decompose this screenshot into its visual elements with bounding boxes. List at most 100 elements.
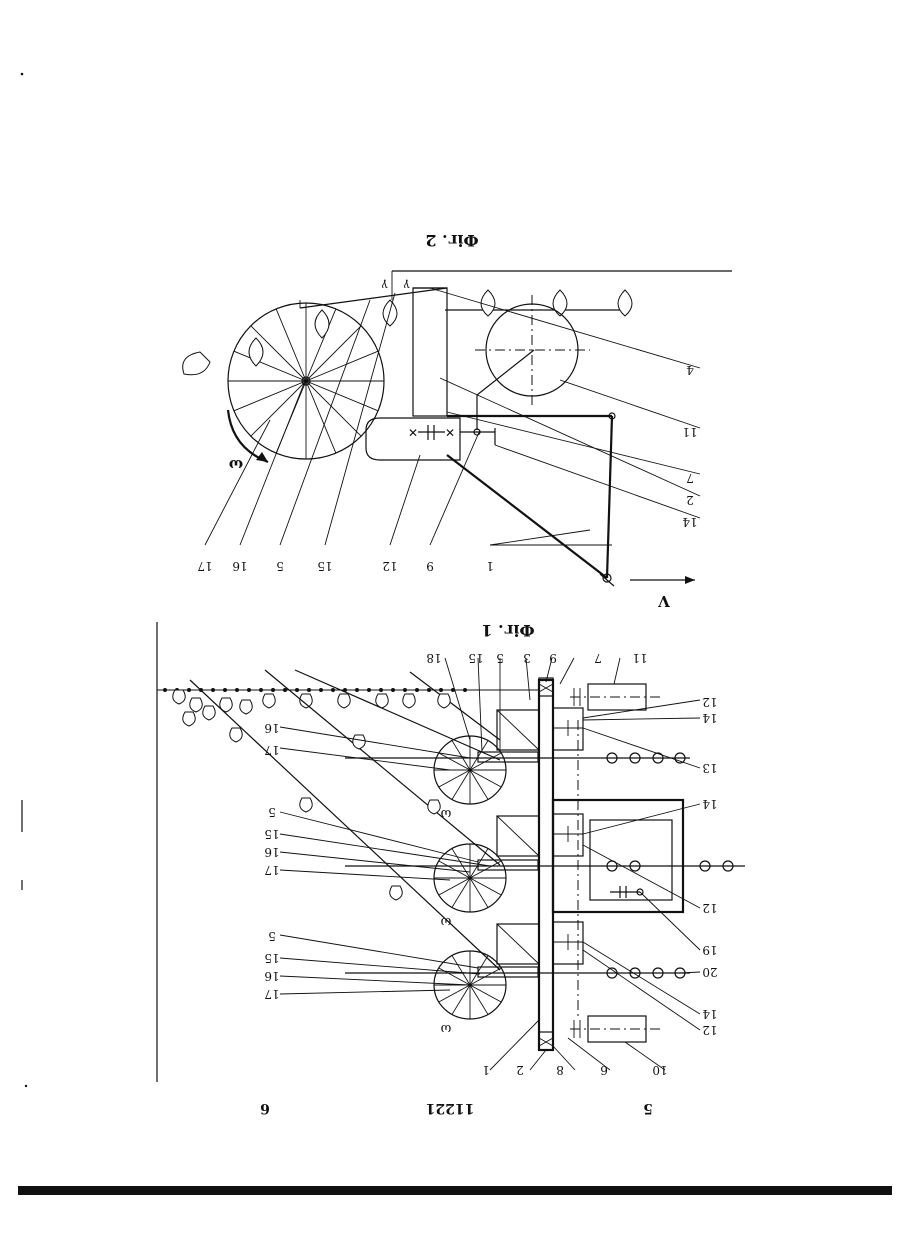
fig1-label-10: 10 <box>652 1063 667 1077</box>
rotor-middle: ω <box>434 844 538 929</box>
row-dot <box>367 688 371 692</box>
row-dot <box>259 688 263 692</box>
fig2-label-7: 7 <box>686 471 694 485</box>
fig2-label-17: 17 <box>197 559 212 573</box>
scan-speck <box>25 1085 27 1087</box>
row-dot <box>295 688 299 692</box>
row-dot <box>415 688 419 692</box>
rotor-top: ω <box>434 736 538 821</box>
row-dot <box>235 688 239 692</box>
fig1-label-20: 20 <box>702 965 717 979</box>
page-number-row: 5 11221 6 <box>260 1100 653 1116</box>
fig1-label-15-top: 15 <box>468 651 483 665</box>
wheel-spoke <box>251 381 306 436</box>
diagonal-track-1 <box>190 680 500 970</box>
gamma-mark-2: γ <box>403 279 410 292</box>
fig2-caption: Фіг. 2 <box>425 231 478 250</box>
fig1-label-16a: 16 <box>264 969 279 983</box>
fig1-label-16c: 16 <box>264 721 279 735</box>
rotor-top-omega: ω <box>441 806 452 821</box>
fig1-label-13: 13 <box>702 761 717 775</box>
scan-edge-bar <box>18 1186 892 1195</box>
svg-text:✕: ✕ <box>445 426 455 440</box>
row-dot <box>331 688 335 692</box>
fig1-label-17b: 17 <box>264 863 279 877</box>
row-dot <box>211 688 215 692</box>
row-dot <box>463 688 467 692</box>
row-dot <box>271 688 275 692</box>
fig1-label-17c: 17 <box>264 743 279 757</box>
fig1-label-19: 19 <box>702 943 717 957</box>
fig1-label-14b: 14 <box>702 797 718 811</box>
page-number-left: 5 <box>643 1100 653 1116</box>
fig1-label-8: 8 <box>556 1063 564 1077</box>
fig1-label-15b: 15 <box>264 827 279 841</box>
fig2-label-4: 4 <box>686 363 694 377</box>
frame-diagonal <box>447 455 607 578</box>
fig2-label-2: 2 <box>686 493 694 507</box>
fig2-label-14: 14 <box>682 515 698 529</box>
svg-text:✕: ✕ <box>408 426 418 440</box>
fig1-label-2: 2 <box>516 1063 524 1077</box>
fig1-label-16b: 16 <box>264 845 279 859</box>
hydraulic-inner <box>590 820 672 900</box>
velocity-label: V <box>658 592 671 610</box>
fig2-label-16: 16 <box>232 559 247 573</box>
wheel-spoke <box>306 326 361 381</box>
frame-vertical <box>607 416 612 578</box>
fig1-label-12b: 12 <box>702 901 717 915</box>
wheel-spoke <box>306 381 361 436</box>
row-dot <box>355 688 359 692</box>
row-dot <box>379 688 383 692</box>
fig1-label-5-top: 5 <box>496 651 504 665</box>
fig1-label-17a: 17 <box>264 987 279 1001</box>
frame-post <box>413 288 447 416</box>
figure-1: ω ω ω <box>157 621 745 1082</box>
fig2-label-11: 11 <box>682 425 697 439</box>
patent-number: 11221 <box>426 1100 475 1116</box>
fig2-label-5: 5 <box>276 559 284 573</box>
fig2-label-1: 1 <box>486 559 494 573</box>
row-dot <box>427 688 431 692</box>
row-dot <box>187 688 191 692</box>
row-dot <box>283 688 287 692</box>
fig1-label-3: 3 <box>523 651 531 665</box>
diagonal-track-4 <box>410 672 500 740</box>
row-dot <box>319 688 323 692</box>
motor-10 <box>570 1016 660 1042</box>
row-dot <box>391 688 395 692</box>
fig1-label-15a: 15 <box>264 951 279 965</box>
frame-beam <box>539 680 553 1050</box>
page-number-right: 6 <box>260 1100 270 1116</box>
fig1-leaders-right <box>445 658 700 1070</box>
fig2-omega: ω <box>229 456 243 474</box>
fig1-label-9: 9 <box>549 651 557 665</box>
row-dot <box>403 688 407 692</box>
fig1-label-5a: 5 <box>268 929 276 943</box>
fig1-label-18: 18 <box>426 651 441 665</box>
bearing-bottom <box>539 1032 553 1050</box>
motor-11 <box>570 684 660 710</box>
row-dot <box>223 688 227 692</box>
shaft-line-mid <box>345 861 745 871</box>
row-dot <box>247 688 251 692</box>
fig1-label-12a: 12 <box>702 1023 717 1037</box>
fig1-label-1: 1 <box>482 1063 490 1077</box>
fig1-label-14a: 14 <box>702 1007 718 1021</box>
gamma-mark-1: γ <box>381 279 388 292</box>
row-dot <box>307 688 311 692</box>
fig1-leaders-left <box>280 727 490 994</box>
rotor-middle-omega: ω <box>441 914 452 929</box>
rotor-bottom-omega: ω <box>441 1021 452 1036</box>
row-dot <box>439 688 443 692</box>
fig2-label-15: 15 <box>317 559 332 573</box>
fig1-caption: Фіг. 1 <box>481 621 534 640</box>
row-dot <box>163 688 167 692</box>
fig2-label-9: 9 <box>426 559 434 573</box>
figure-2: V ✕ ✕ <box>183 231 732 610</box>
fig1-label-7: 7 <box>594 651 602 665</box>
fig1-label-11: 11 <box>632 651 647 665</box>
fig1-label-12c: 12 <box>702 695 717 709</box>
